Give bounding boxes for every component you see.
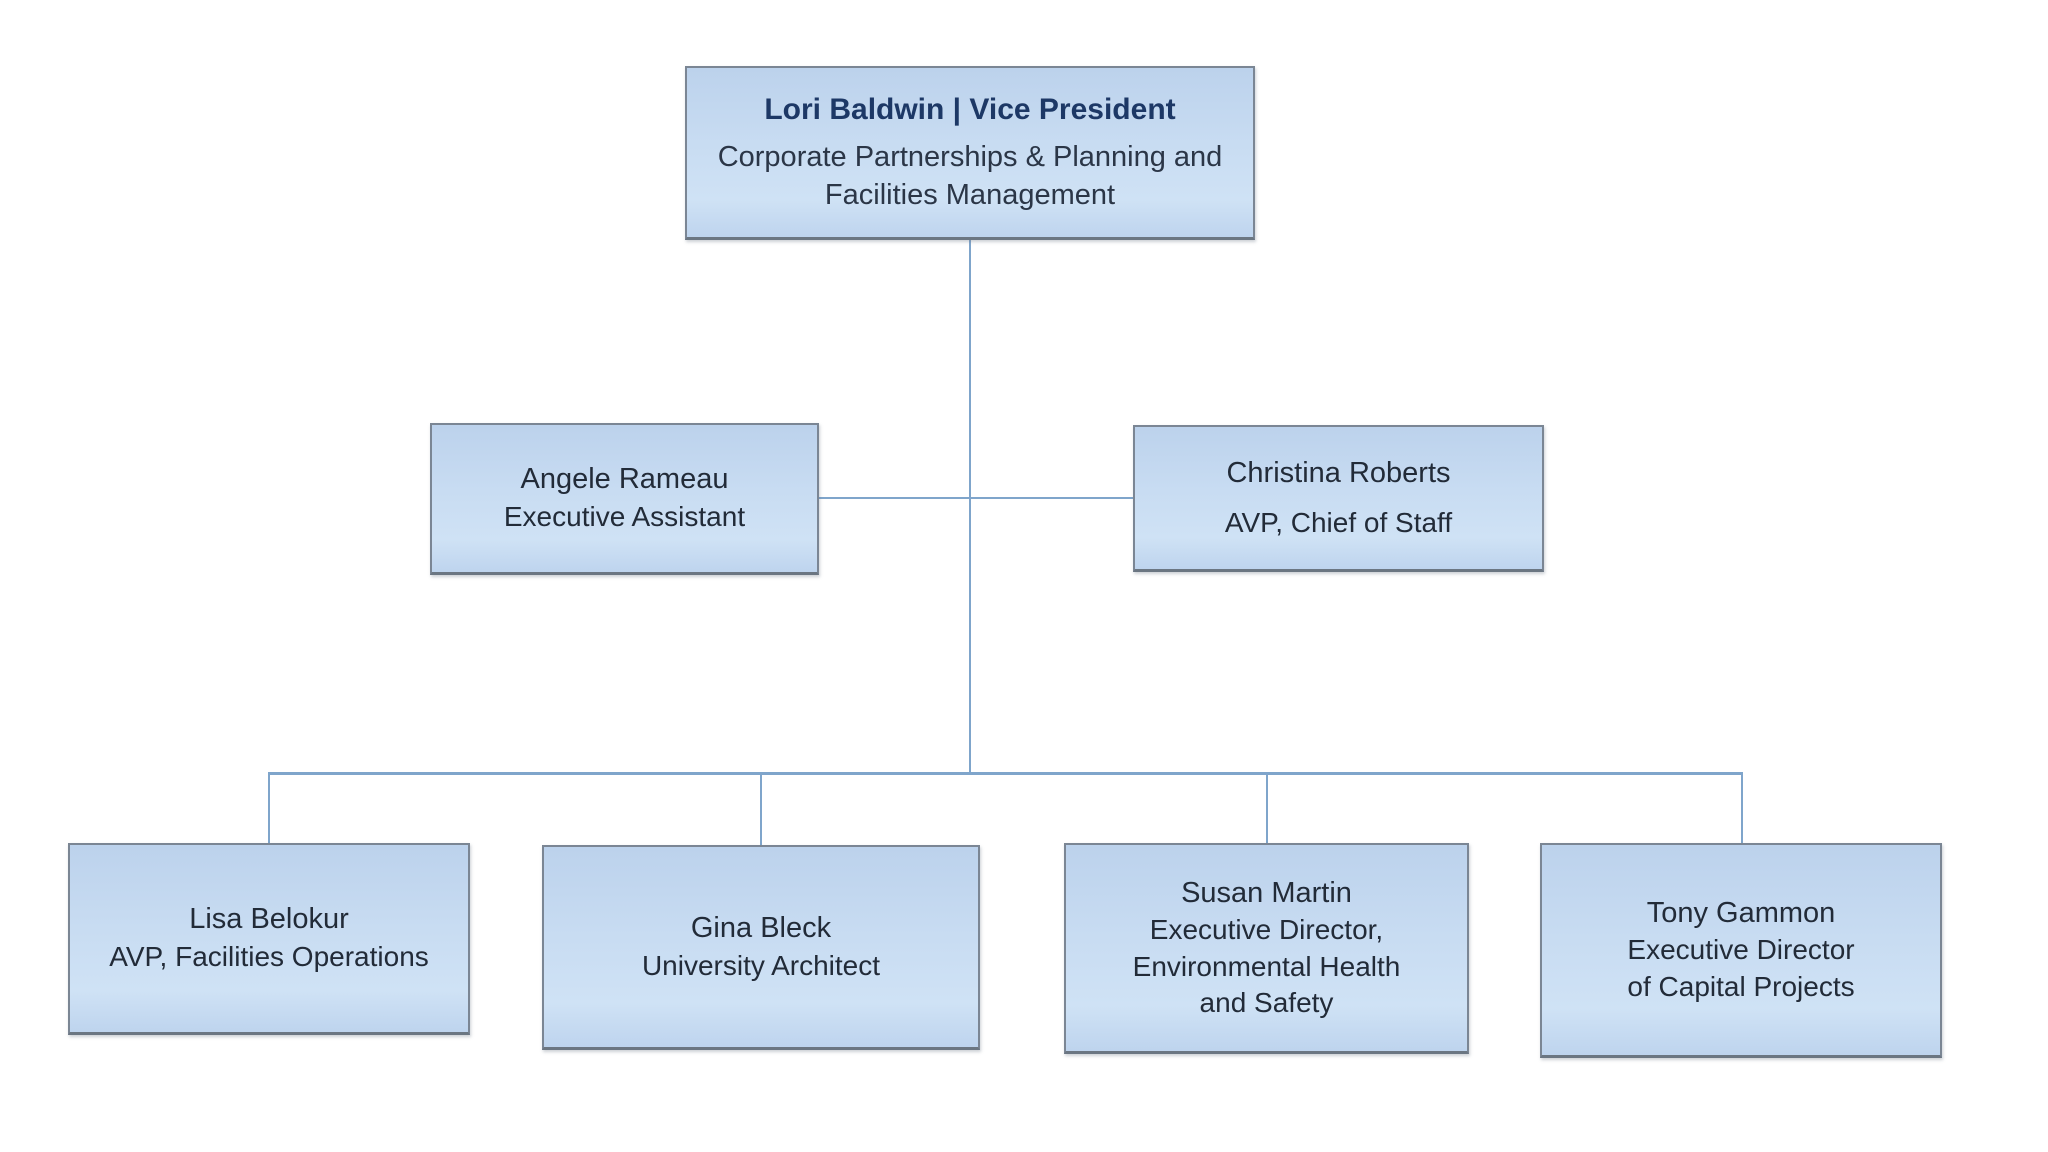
connector-stub-report-3 [1266,772,1268,844]
person-name: Angele Rameau [520,463,729,496]
person-name: Tony Gammon [1646,896,1836,929]
person-name: Lori Baldwin | Vice President [764,93,1176,127]
org-node-executive-assistant: Angele Rameau Executive Assistant [430,423,819,575]
person-title: University Architect [641,949,881,981]
connector-stub-report-1 [268,772,270,844]
org-node-facilities-operations: Lisa Belokur AVP, Facilities Operations [68,843,470,1035]
person-title: Corporate Partnerships & Planning and Fa… [717,141,1223,211]
person-title: Executive Assistant [503,501,746,533]
org-node-chief-of-staff: Christina Roberts AVP, Chief of Staff [1133,425,1544,572]
connector-assistants-horizontal [819,497,1133,499]
org-node-capital-projects: Tony Gammon Executive Director of Capita… [1540,843,1942,1058]
org-node-environmental-health-safety: Susan Martin Executive Director, Environ… [1064,843,1469,1054]
person-name: Susan Martin [1181,876,1352,909]
person-title: Executive Director, Environmental Health… [1132,914,1401,1019]
person-name: Lisa Belokur [189,903,349,936]
person-title: AVP, Facilities Operations [109,941,429,973]
person-title: AVP, Chief of Staff [1224,506,1453,538]
person-name: Christina Roberts [1226,456,1451,489]
org-node-university-architect: Gina Bleck University Architect [542,845,980,1050]
connector-stub-report-4 [1741,772,1743,844]
person-name: Gina Bleck [690,911,832,944]
connector-reports-bus [268,772,1743,775]
person-title: Executive Director of Capital Projects [1627,934,1855,1002]
connector-root-vertical [969,240,971,774]
org-node-vice-president: Lori Baldwin | Vice President Corporate … [685,66,1255,240]
connector-stub-report-2 [760,772,762,846]
